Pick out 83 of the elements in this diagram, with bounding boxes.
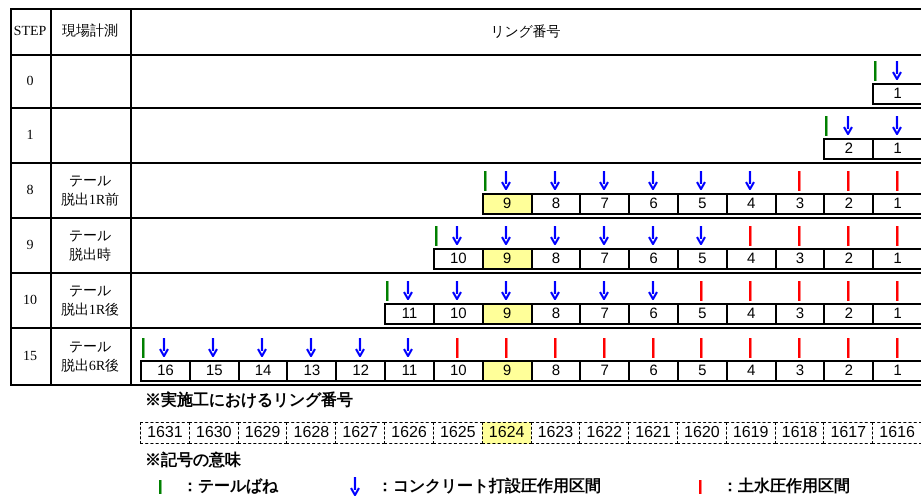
ring-box: 7	[579, 303, 630, 325]
ring-number-box: 1621	[628, 422, 678, 444]
ring-number-box: 1618	[774, 422, 824, 444]
ring-box: 1	[872, 83, 921, 105]
ring-box: 6	[628, 248, 679, 270]
ring-box: 3	[774, 248, 826, 270]
ring-number-box: 1627	[335, 422, 386, 444]
ring-box: 8	[530, 360, 582, 382]
step-number: 9	[26, 237, 34, 255]
ring-box: 7	[579, 360, 630, 382]
ring-box: 9	[482, 303, 532, 325]
ring-number-box: 1624	[482, 422, 532, 444]
step-number: 0	[26, 73, 34, 91]
column-header: STEP	[14, 23, 46, 41]
ring-box: 14	[238, 360, 288, 382]
ring-box: 8	[530, 193, 582, 215]
ring-number-box: 1617	[823, 422, 874, 444]
ring-number-box: 1631	[140, 422, 190, 444]
legend-label: ：コンクリート打設圧作用区間	[377, 476, 601, 497]
ring-number-box: 1625	[432, 422, 483, 444]
ring-box: 1	[872, 138, 921, 160]
ring-box: 2	[823, 248, 874, 270]
measurement-label: テール脱出6R後	[60, 338, 120, 376]
ring-box: 4	[726, 303, 777, 325]
ring-number-box: 1616	[872, 422, 921, 444]
ring-box: 3	[774, 303, 826, 325]
ring-box: 6	[628, 193, 679, 215]
ring-box: 5	[676, 360, 728, 382]
ring-box: 5	[676, 248, 728, 270]
ring-box: 9	[482, 193, 532, 215]
ring-box: 2	[823, 138, 874, 160]
column-header: 現場計測	[62, 22, 118, 41]
step-number: 15	[23, 348, 37, 366]
ring-box: 11	[384, 360, 435, 382]
step-number: 10	[23, 292, 37, 310]
legend-label: ：土水圧作用区間	[722, 476, 850, 497]
ring-box: 11	[384, 303, 435, 325]
ring-box: 12	[335, 360, 386, 382]
ring-box: 9	[482, 360, 532, 382]
ring-box: 4	[726, 248, 777, 270]
measurement-label: テール脱出1R前	[60, 172, 120, 210]
ring-box: 3	[774, 360, 826, 382]
ring-box: 10	[432, 303, 484, 325]
ring-box: 1	[872, 248, 921, 270]
measurement-label: テール脱出時	[69, 228, 111, 264]
ring-box: 1	[872, 193, 921, 215]
ring-box: 1	[872, 303, 921, 325]
ring-number-box: 1628	[286, 422, 336, 444]
ring-box: 6	[628, 360, 679, 382]
ring-box: 2	[823, 303, 874, 325]
step-number: 1	[26, 127, 34, 145]
note-text: ※実施工におけるリング番号	[145, 390, 353, 411]
ring-box: 9	[482, 248, 532, 270]
ring-box: 4	[726, 193, 777, 215]
ring-number-box: 1630	[188, 422, 239, 444]
ring-box: 1	[872, 360, 921, 382]
column-header: リング番号	[490, 22, 560, 41]
ring-box: 10	[432, 248, 484, 270]
ring-box: 5	[676, 303, 728, 325]
ring-number-box: 1622	[579, 422, 630, 444]
ring-box: 6	[628, 303, 679, 325]
ring-number-box: 1629	[238, 422, 288, 444]
ring-box: 13	[286, 360, 338, 382]
ring-number-box: 1619	[726, 422, 776, 444]
ring-number-box: 1620	[676, 422, 727, 444]
measurement-label: テール脱出1R後	[60, 282, 120, 320]
ring-box: 2	[823, 360, 874, 382]
ring-number-box: 1626	[384, 422, 434, 444]
ring-box: 8	[530, 248, 582, 270]
ring-box: 15	[188, 360, 240, 382]
ring-box: 7	[579, 193, 630, 215]
ring-box: 2	[823, 193, 874, 215]
ring-box: 5	[676, 193, 728, 215]
legend-label: ：テールばね	[182, 477, 278, 497]
ring-box: 16	[140, 360, 191, 382]
ring-box: 8	[530, 303, 582, 325]
ring-number-box: 1623	[530, 422, 580, 444]
ring-box: 3	[774, 193, 826, 215]
ring-box: 10	[432, 360, 484, 382]
note-text: ※記号の意味	[145, 450, 241, 471]
ring-box: 4	[726, 360, 777, 382]
ring-box: 7	[579, 248, 630, 270]
step-number: 8	[26, 182, 34, 200]
